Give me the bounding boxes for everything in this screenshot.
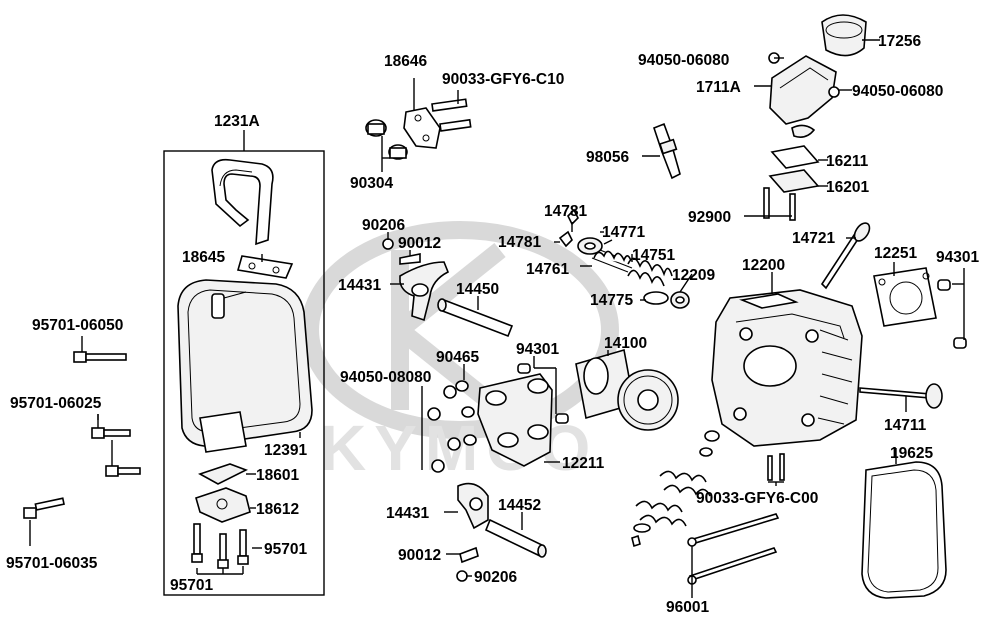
long-studs-96001 <box>688 513 780 581</box>
label-14452: 14452 <box>498 497 541 514</box>
label-14100: 14100 <box>604 335 647 352</box>
bolt-95701-06025-b <box>105 465 141 477</box>
nut-90206-b <box>456 570 468 582</box>
rocker-holder <box>477 373 553 467</box>
label-1231a: 1231A <box>214 113 260 130</box>
lower-springs <box>631 430 720 548</box>
label-14450: 14450 <box>456 281 499 298</box>
label-92900: 92900 <box>688 209 731 226</box>
rocker-shaft-upper <box>437 298 514 338</box>
label-14711: 14711 <box>884 417 927 434</box>
label-94050-08080: 94050-08080 <box>340 369 431 386</box>
label-95701-06025: 95701-06025 <box>10 395 102 412</box>
breather-plate <box>198 463 248 485</box>
valve-14721 <box>820 222 871 290</box>
label-96001: 96001 <box>666 599 709 616</box>
label-95701-06050: 95701-06050 <box>32 317 123 334</box>
label-95701-b: 95701 <box>170 577 213 594</box>
label-94301-a: 94301 <box>936 249 979 266</box>
label-18645: 18645 <box>182 249 225 266</box>
studs-92900 <box>763 187 796 221</box>
studs-90033-c00 <box>767 453 785 481</box>
label-17256: 17256 <box>878 33 921 50</box>
intake-manifold <box>769 55 837 138</box>
label-14431-b: 14431 <box>386 505 429 522</box>
label-12209: 12209 <box>672 267 715 284</box>
label-14781-a: 14781 <box>544 203 587 220</box>
label-14775: 14775 <box>590 292 633 309</box>
label-18646: 18646 <box>384 53 427 70</box>
label-98056: 98056 <box>586 149 629 166</box>
label-90206-a: 90206 <box>362 217 405 234</box>
rocker-arm-lower <box>457 482 489 530</box>
bolt-95701-06050 <box>73 351 127 363</box>
valve-cotters <box>558 208 579 248</box>
dowel-pin-b <box>953 337 967 349</box>
gasket-16201 <box>768 169 820 193</box>
label-94301-b: 94301 <box>516 341 559 358</box>
clamp-17256 <box>821 14 867 57</box>
label-19625: 19625 <box>890 445 933 462</box>
camshaft-sprocket <box>575 348 679 431</box>
head-gasket-12251 <box>873 267 937 327</box>
valve-14711 <box>859 383 943 409</box>
bolts-95701 <box>191 523 249 569</box>
nut-90206-a <box>382 238 394 250</box>
label-94050-06080-b: 94050-06080 <box>852 83 943 100</box>
label-12211: 12211 <box>562 455 605 472</box>
label-1711a: 1711A <box>696 79 741 96</box>
label-16201: 16201 <box>826 179 869 196</box>
label-12251: 12251 <box>874 245 917 262</box>
label-90012-b: 90012 <box>398 547 441 564</box>
dowel-pin-d <box>555 413 569 424</box>
label-14431-a: 14431 <box>338 277 381 294</box>
screw-90012-a <box>399 253 421 265</box>
insulator-16211 <box>770 145 820 169</box>
label-95701-06035: 95701-06035 <box>6 555 98 572</box>
label-12200: 12200 <box>742 257 785 274</box>
label-90465: 90465 <box>436 349 479 366</box>
label-16211: 16211 <box>826 153 869 170</box>
label-90012-a: 90012 <box>398 235 441 252</box>
label-90033-gfy6-c00: 90033-GFY6-C00 <box>696 490 818 507</box>
spark-plug <box>653 122 681 180</box>
label-90206-b: 90206 <box>474 569 517 586</box>
label-18601: 18601 <box>256 467 299 484</box>
label-14751: 14751 <box>632 247 675 264</box>
label-14721: 14721 <box>792 230 835 247</box>
label-18612: 18612 <box>256 501 299 518</box>
dowel-pin-c <box>517 363 531 374</box>
label-12391: 12391 <box>264 442 307 459</box>
cylinder-head-cover <box>177 279 313 453</box>
valve-spring-14761 <box>591 249 637 273</box>
bolt-95701-06025-a <box>91 427 131 439</box>
dowel-pin-a <box>937 279 951 291</box>
rocker-shaft-lower <box>484 518 547 558</box>
label-95701-a: 95701 <box>264 541 307 558</box>
valve-spring-14751 <box>627 257 673 287</box>
cylinder-head <box>711 289 863 447</box>
spring-seat-14775 <box>643 291 669 305</box>
hanger-bracket <box>211 158 274 246</box>
nuts-washers <box>427 380 477 473</box>
label-94050-06080-a: 94050-06080 <box>638 52 729 69</box>
cap-nuts-90304 <box>365 119 408 160</box>
label-90033-gfy6-c10: 90033-GFY6-C10 <box>442 71 564 88</box>
screw-90012-b <box>459 546 479 564</box>
label-90304: 90304 <box>350 175 393 192</box>
bolt-94050-06080-b <box>828 86 840 98</box>
label-14761: 14761 <box>526 261 569 278</box>
rocker-arm-upper <box>399 261 450 322</box>
breather-housing <box>195 487 251 523</box>
gasket-18646 <box>403 107 441 149</box>
spring-retainer-14771 <box>577 237 603 255</box>
cover-gasket-19625 <box>861 461 947 599</box>
seal-12209 <box>670 291 690 309</box>
label-14781-b: 14781 <box>498 234 541 251</box>
bolt-95701-06035 <box>23 497 65 519</box>
plate-gasket <box>236 255 294 279</box>
label-14771: 14771 <box>602 224 645 241</box>
